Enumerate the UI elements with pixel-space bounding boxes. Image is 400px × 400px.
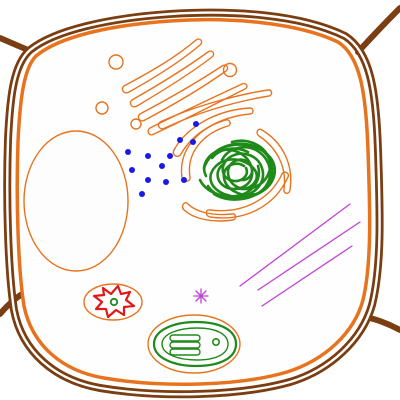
- er-channel-5: [205, 171, 290, 219]
- neighbor-wall-top-right: [355, 5, 400, 55]
- ribosome-12: [139, 191, 145, 197]
- ribosome-10: [163, 179, 169, 185]
- ribosomes: [125, 121, 199, 197]
- ribosome-8: [159, 163, 165, 169]
- vesicle-1: [108, 54, 124, 70]
- golgi-cisterna-1: [121, 38, 203, 94]
- golgi-apparatus: [121, 38, 248, 136]
- ribosome-7: [129, 167, 135, 173]
- endoplasmic-reticulum: [157, 89, 292, 222]
- golgi-cisterna-3: [137, 64, 229, 122]
- thylakoid-stack: [169, 334, 201, 356]
- microtubule-1: [239, 203, 351, 287]
- centrosome: [193, 288, 209, 304]
- chromatin-strand-8: [210, 147, 250, 160]
- er-channel-4: [181, 202, 237, 222]
- ribosome-9: [145, 177, 151, 183]
- thylakoid-1: [169, 334, 201, 342]
- chloroplast-granum: [212, 337, 221, 346]
- microtubule-2: [257, 221, 361, 291]
- vesicle-2: [222, 62, 238, 78]
- ribosome-1: [193, 121, 199, 127]
- ribosome-4: [125, 149, 131, 155]
- vacuole: [23, 130, 129, 272]
- neighbor-wall-bottom-right: [367, 315, 400, 333]
- ribosome-5: [145, 153, 151, 159]
- vesicle-4: [130, 118, 142, 130]
- golgi-cisterna-2: [129, 50, 215, 108]
- er-channel-6: [256, 128, 292, 194]
- mitochondrion: [83, 283, 143, 321]
- thylakoid-3: [169, 348, 201, 356]
- ribosome-2: [177, 137, 183, 143]
- er-channel-3: [180, 119, 231, 182]
- microtubules: [239, 203, 361, 307]
- er-channel-2: [172, 107, 254, 157]
- nucleus: [198, 139, 277, 201]
- centrosome-ray-4: [195, 290, 207, 302]
- cell-wall-inner-line: [6, 11, 381, 396]
- chromatin-strand-6: [226, 139, 272, 191]
- neighbor-wall-top-left: [0, 35, 31, 53]
- chromatin-strand-2: [206, 152, 265, 199]
- microtubule-3: [261, 245, 353, 307]
- vesicles: [95, 54, 238, 130]
- thylakoid-2: [169, 341, 201, 349]
- chromatin-strand-7: [198, 164, 261, 198]
- ribosome-6: [167, 153, 173, 159]
- chloroplast: [147, 314, 241, 374]
- mitochondrion-core: [109, 297, 119, 307]
- vesicle-3: [95, 101, 109, 115]
- ribosome-11: [181, 177, 187, 183]
- ribosome-3: [190, 139, 196, 145]
- golgi-cisterna-4: [147, 82, 248, 136]
- chloroplast-inner-ring: [161, 327, 229, 361]
- er-channel-1: [157, 89, 273, 130]
